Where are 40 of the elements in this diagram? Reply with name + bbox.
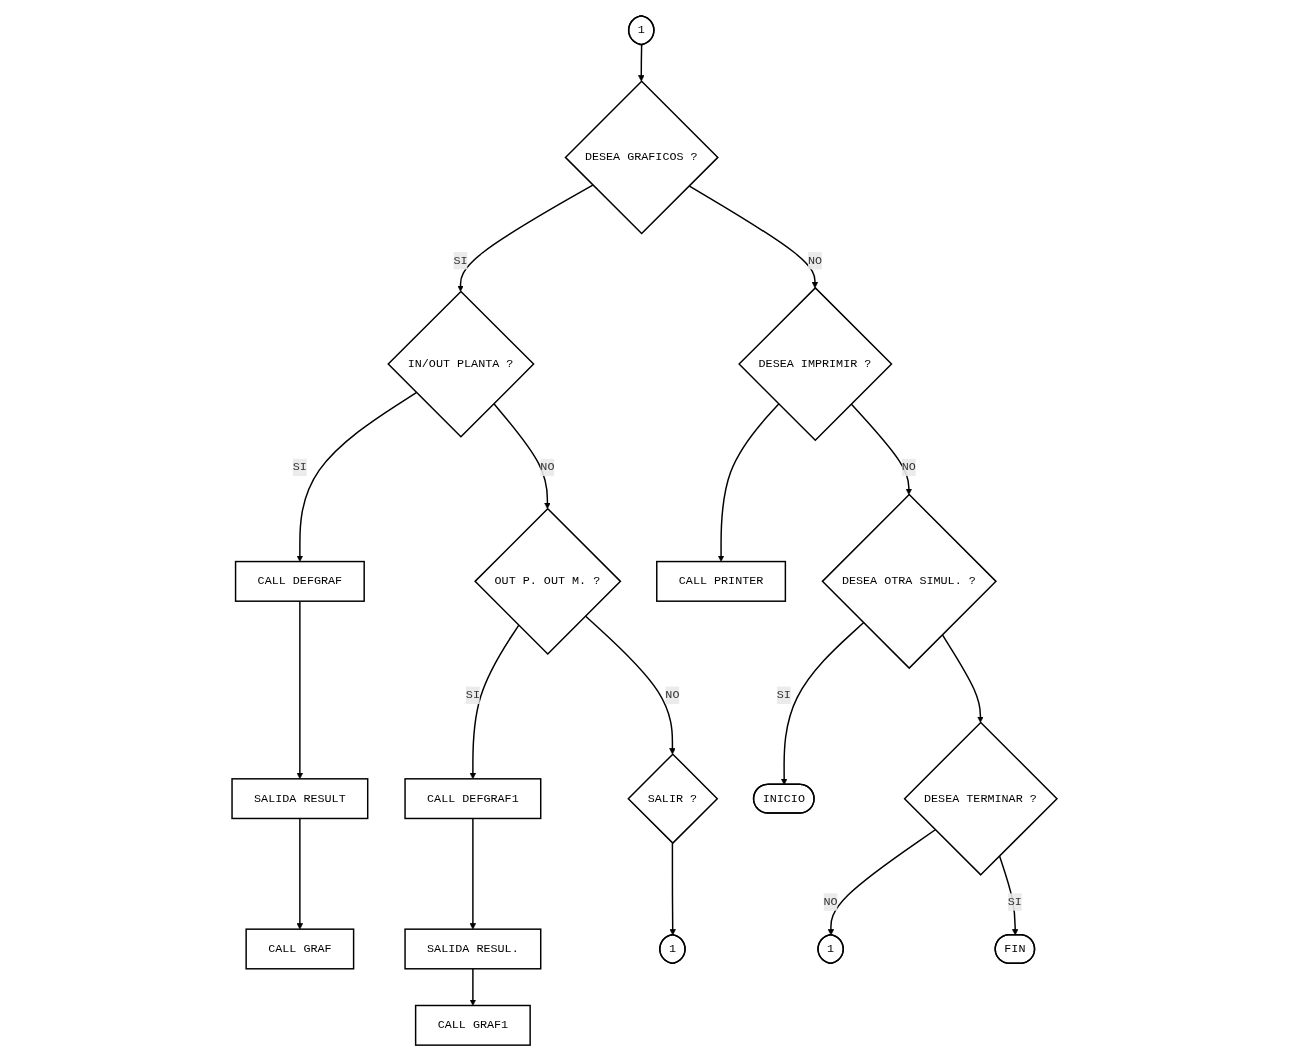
arrow — [469, 817, 477, 930]
node-box: SALIDA RESUL. — [404, 928, 542, 970]
edge-label: NO — [807, 254, 822, 268]
edge-label: SI — [1007, 895, 1022, 909]
node-box: CALL GRAF1 — [414, 1004, 531, 1046]
arrow — [850, 403, 913, 495]
arrow — [296, 817, 304, 930]
node-diamond: DESEA IMPRIMIR ? — [738, 286, 893, 442]
node-diamond: IN/OUT PLANTA ? — [387, 290, 535, 438]
arrow — [638, 44, 645, 82]
edge-label: NO — [540, 460, 555, 475]
node-box: CALL DEFGRAF — [234, 560, 365, 602]
edge-label: SI — [453, 254, 468, 268]
edge-label: SI — [292, 460, 307, 475]
arrow — [780, 622, 865, 785]
arrow — [941, 633, 984, 723]
arrow — [469, 968, 477, 1006]
node-diamond: DESEA OTRA SIMUL. ? — [821, 493, 997, 670]
edge-label: SI — [465, 688, 480, 702]
arrow — [469, 624, 520, 780]
arrow — [584, 615, 676, 755]
node-box: CALL GRAF — [245, 928, 355, 970]
edge-label: SI — [776, 688, 791, 702]
arrow — [717, 403, 780, 562]
arrow — [457, 184, 594, 292]
edge-label: NO — [901, 460, 916, 475]
node-diamond: SALIR ? — [627, 753, 719, 845]
arrow — [296, 391, 418, 562]
node-box: CALL DEFGRAF1 — [404, 778, 542, 820]
edge-label: NO — [823, 895, 838, 909]
arrow — [688, 185, 819, 289]
edge-label: NO — [665, 688, 680, 702]
arrow — [296, 600, 304, 780]
node-box: SALIDA RESULT — [231, 778, 369, 820]
node-diamond: OUT P. OUT M. ? — [474, 507, 622, 656]
node-diamond: DESEA TERMINAR ? — [903, 721, 1058, 876]
node-diamond: DESEA GRAFICOS ? — [564, 80, 719, 235]
node-box: CALL PRINTER — [656, 560, 787, 602]
arrow — [493, 402, 551, 509]
arrow — [998, 855, 1019, 936]
